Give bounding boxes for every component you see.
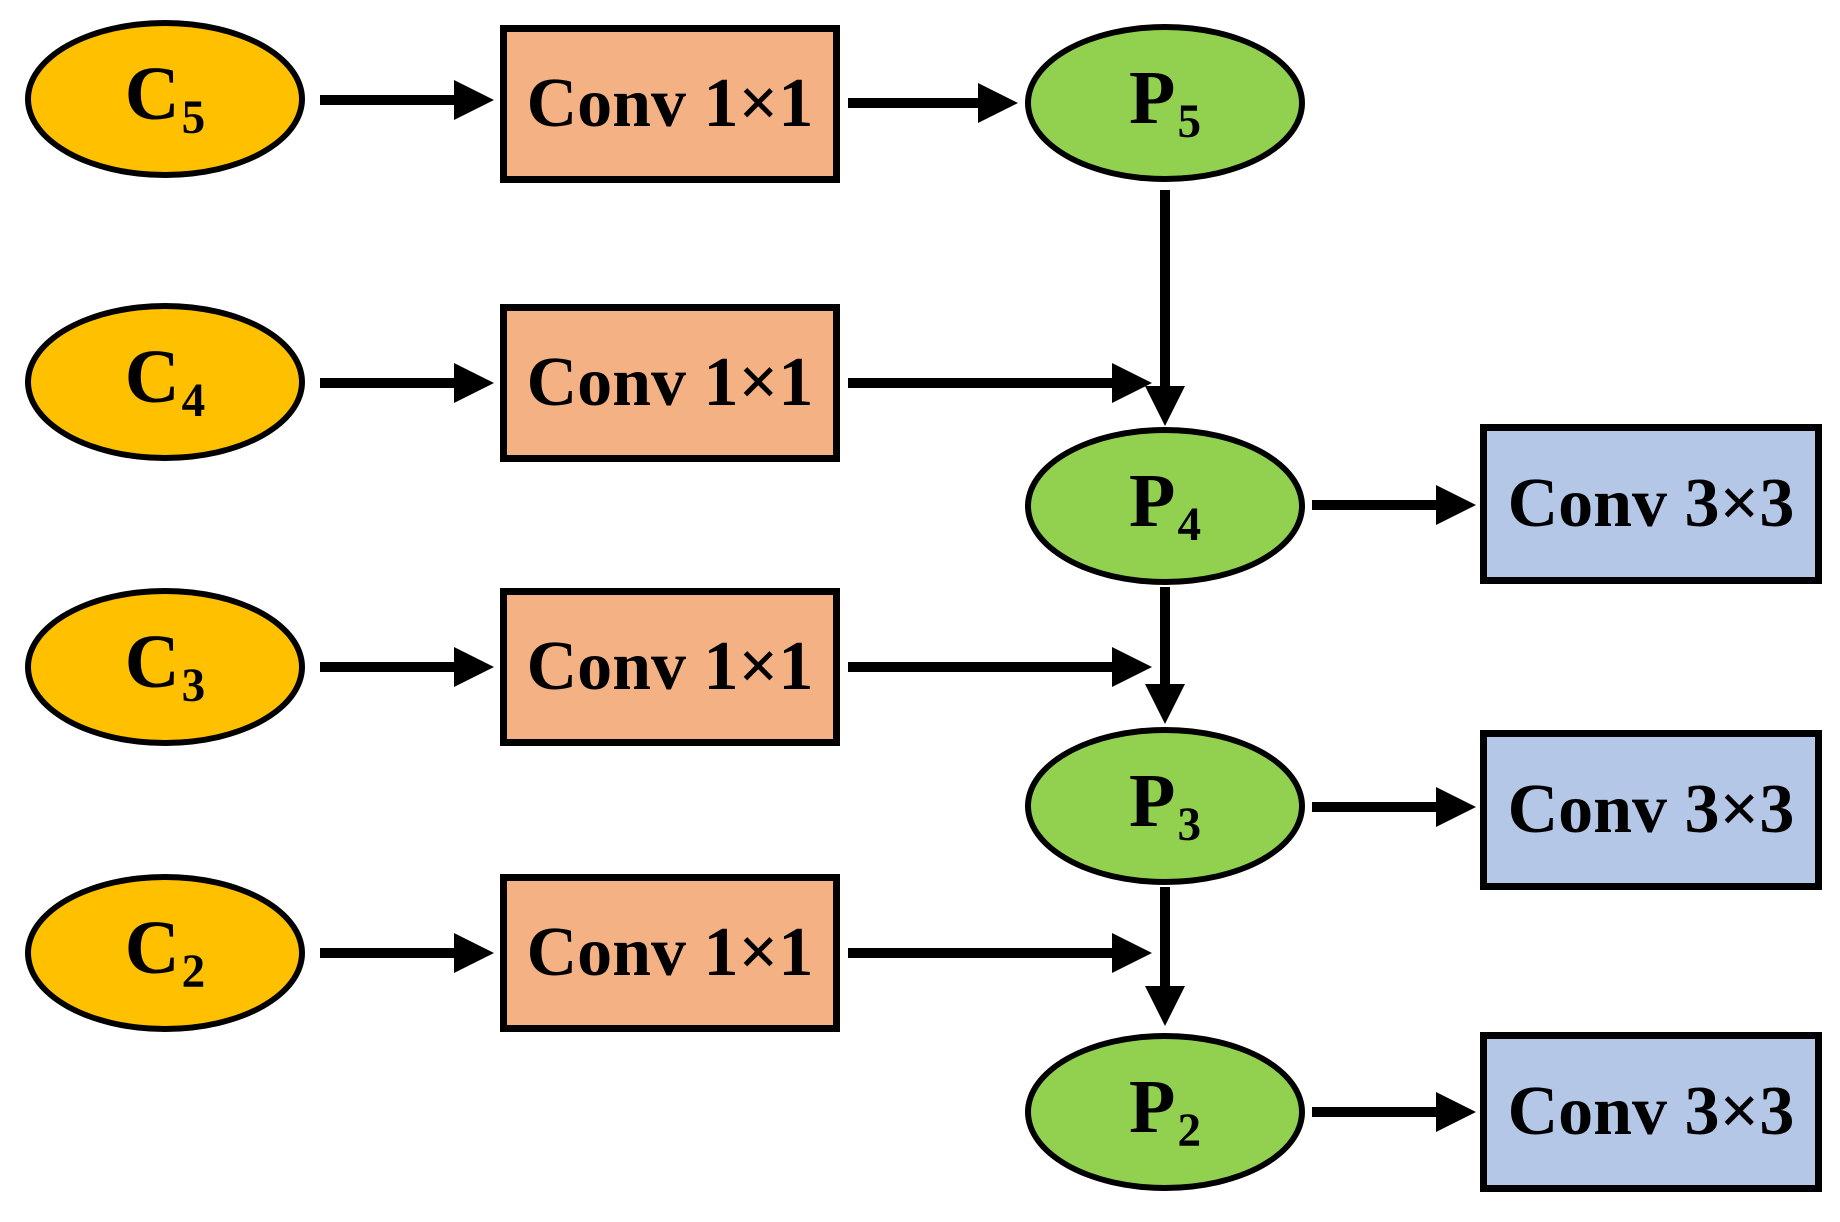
node-c4-label: C4	[124, 334, 206, 427]
conv3x3-box-p2: Conv 3×3	[1480, 1032, 1822, 1192]
node-p4-label: P4	[1129, 458, 1201, 551]
node-c3: C3	[25, 588, 305, 746]
node-c2: C2	[25, 874, 305, 1032]
conv1x1-box-row1: Conv 1×1	[500, 25, 840, 183]
conv1x1-box-row4: Conv 1×1	[500, 874, 840, 1032]
conv1x1-label: Conv 1×1	[526, 628, 814, 705]
node-p3-label: P3	[1129, 758, 1201, 851]
conv1x1-label: Conv 1×1	[526, 344, 814, 421]
node-p2: P2	[1025, 1033, 1305, 1191]
conv1x1-box-row3: Conv 1×1	[500, 588, 840, 746]
node-p4: P4	[1025, 427, 1305, 585]
node-c5: C5	[25, 20, 305, 178]
conv1x1-box-row2: Conv 1×1	[500, 304, 840, 462]
conv3x3-label: Conv 3×3	[1507, 771, 1795, 848]
node-p5-label: P5	[1129, 55, 1201, 148]
conv1x1-label: Conv 1×1	[526, 65, 814, 142]
node-c2-label: C2	[124, 905, 206, 998]
node-c5-label: C5	[124, 51, 206, 144]
conv3x3-label: Conv 3×3	[1507, 1073, 1795, 1150]
node-p3: P3	[1025, 727, 1305, 885]
conv1x1-label: Conv 1×1	[526, 914, 814, 991]
conv3x3-label: Conv 3×3	[1507, 465, 1795, 542]
conv3x3-box-p4: Conv 3×3	[1480, 424, 1822, 584]
conv3x3-box-p3: Conv 3×3	[1480, 730, 1822, 890]
node-p2-label: P2	[1129, 1064, 1201, 1157]
node-p5: P5	[1025, 24, 1305, 182]
node-c3-label: C3	[124, 619, 206, 712]
node-c4: C4	[25, 303, 305, 461]
